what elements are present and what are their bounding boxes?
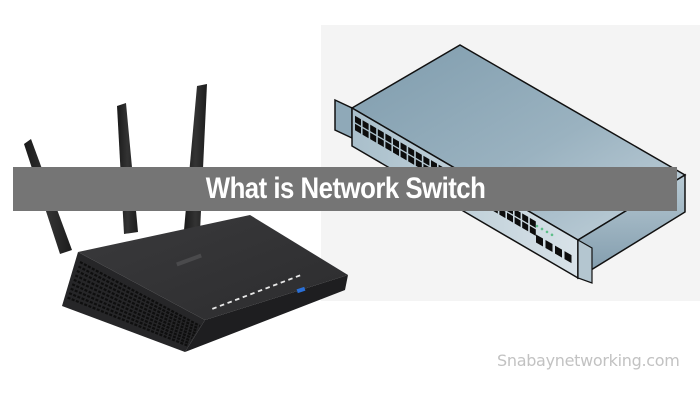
- router-front: [185, 275, 348, 352]
- switch-port: [393, 145, 399, 156]
- switch-port: [400, 150, 407, 161]
- router-vent: [79, 261, 201, 327]
- switch-uplink-port: [536, 234, 543, 247]
- title-banner: What is Network Switch: [13, 167, 677, 211]
- switch-led: [540, 227, 544, 231]
- switch-port: [423, 155, 430, 166]
- router-top: [78, 215, 348, 320]
- switch-port: [529, 217, 536, 228]
- switch-port: [355, 115, 361, 126]
- switch-port: [362, 128, 369, 139]
- switch-port: [514, 216, 521, 227]
- switch-port: [408, 154, 415, 165]
- router-led: [234, 297, 240, 301]
- router-vent: [73, 278, 195, 337]
- page-title: What is Network Switch: [205, 172, 486, 205]
- switch-port: [514, 208, 521, 219]
- router-led: [280, 280, 286, 284]
- switch-port: [370, 132, 377, 143]
- router-usb-port: [296, 286, 306, 294]
- network-switch-icon: [334, 44, 687, 284]
- router-led: [272, 283, 278, 287]
- router-vents: [67, 261, 201, 347]
- switch-port: [415, 159, 422, 170]
- router-vent: [77, 265, 199, 330]
- switch-port: [385, 141, 392, 152]
- switch-port: [393, 137, 399, 148]
- switch-port: [385, 133, 392, 144]
- switch-port: [400, 142, 407, 153]
- switch-port: [529, 225, 536, 236]
- router-vent: [71, 283, 193, 340]
- router-led: [265, 286, 271, 290]
- switch-port: [377, 129, 384, 140]
- router-led: [295, 274, 301, 278]
- router-led: [212, 306, 217, 310]
- router-logo-mark: [176, 253, 202, 267]
- switch-port: [415, 151, 422, 162]
- router-led: [242, 294, 248, 299]
- switch-left-ear: [334, 98, 353, 140]
- switch-led: [535, 224, 539, 228]
- switch-port: [355, 123, 361, 134]
- router-led: [250, 291, 255, 296]
- switch-port: [507, 212, 513, 223]
- switch-port: [362, 120, 369, 131]
- switch-port: [522, 221, 529, 232]
- router-led: [287, 277, 293, 281]
- switch-uplink-port: [555, 245, 562, 258]
- switch-port: [377, 137, 384, 148]
- switch-port: [370, 124, 377, 135]
- router-led-strip: [212, 274, 301, 310]
- switch-uplink-port: [545, 240, 553, 253]
- wifi-router-icon: [24, 84, 348, 352]
- site-watermark: Snabaynetworking.com: [497, 351, 680, 370]
- switch-port: [522, 213, 529, 224]
- router-vent: [67, 296, 188, 347]
- switch-led: [545, 230, 549, 234]
- router-vent: [68, 292, 190, 345]
- router-vent: [70, 287, 192, 342]
- switch-led: [550, 233, 554, 237]
- router-led: [227, 300, 233, 304]
- switch-uplink-ports: [536, 234, 572, 264]
- switch-right-ear: [577, 238, 593, 284]
- switch-port: [408, 146, 415, 157]
- switch-uplink-port: [564, 251, 572, 264]
- router-led: [219, 303, 225, 307]
- switch-status-leds: [535, 224, 554, 237]
- router-led: [257, 289, 263, 293]
